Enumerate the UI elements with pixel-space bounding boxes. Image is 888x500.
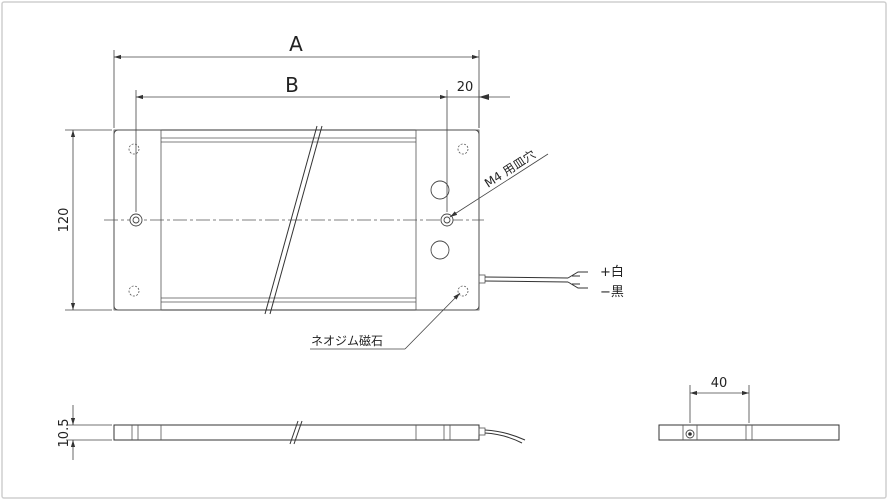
dimension-a-label: A <box>289 32 303 56</box>
dimension-120: 120 <box>57 129 112 311</box>
magnet-hole <box>457 143 469 155</box>
dimension-b-label: B <box>285 73 299 97</box>
break-line <box>269 125 323 315</box>
dimension-b: B 20 <box>135 73 510 212</box>
cable-gland <box>478 274 486 284</box>
m4-leader: M4 用皿穴 <box>449 146 549 218</box>
wire-minus-label: −黒 <box>600 285 624 300</box>
dimension-10-5: 10.5 <box>57 405 112 460</box>
magnet-hole <box>128 285 140 297</box>
dimension-40: 40 <box>689 376 750 423</box>
dimension-120-label: 120 <box>57 208 72 233</box>
dimension-20-label: 20 <box>457 80 474 95</box>
led-hole <box>430 240 450 260</box>
led-hole <box>430 180 450 200</box>
end-body <box>658 424 840 441</box>
top-view <box>104 125 588 315</box>
wire-plus-label: +白 <box>600 264 624 280</box>
magnet-hole <box>128 143 140 155</box>
magnet-hole <box>457 285 469 297</box>
dimension-40-label: 40 <box>711 376 728 391</box>
magnet-leader: ネオジム磁石 <box>310 292 461 350</box>
side-view <box>113 420 526 445</box>
m4-label: M4 用皿穴 <box>481 146 538 190</box>
cable <box>484 276 569 279</box>
end-view <box>658 424 840 441</box>
dimension-10-5-label: 10.5 <box>57 419 72 448</box>
magnet-label: ネオジム磁石 <box>311 333 383 348</box>
